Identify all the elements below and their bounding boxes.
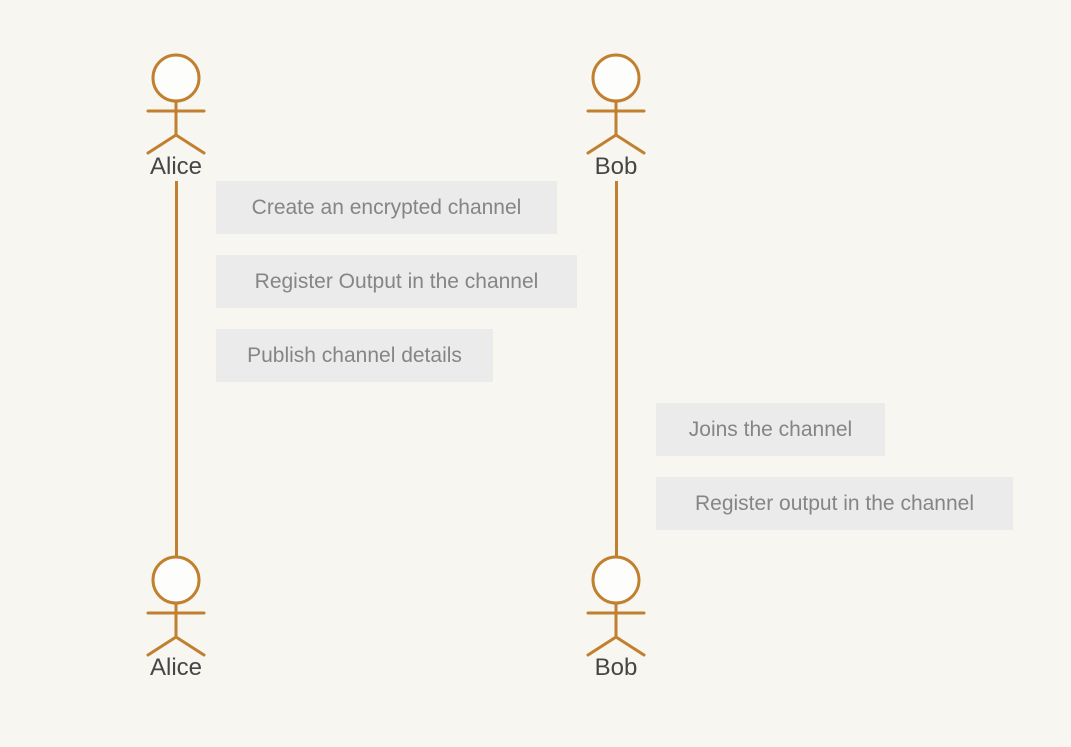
actor-figure-bob-bottom [561, 553, 671, 659]
actor-label-alice-top: Alice [149, 153, 203, 180]
message-label: Joins the channel [656, 403, 885, 456]
actor-label-alice-bottom: Alice [149, 654, 203, 681]
stick-figure-icon [561, 553, 671, 659]
actor-label-bob-top: Bob [594, 153, 638, 180]
actor-label-bob-bottom: Bob [594, 654, 638, 681]
stick-figure-icon [121, 553, 231, 659]
lifeline-alice [175, 181, 178, 558]
actor-figure-bob-top [561, 51, 671, 157]
message-label: Publish channel details [216, 329, 493, 382]
message-label: Register Output in the channel [216, 255, 577, 308]
actor-figure-alice-bottom [121, 553, 231, 659]
stick-figure-icon [121, 51, 231, 157]
stick-figure-icon [561, 51, 671, 157]
lifeline-bob [615, 181, 618, 558]
actor-figure-alice-top [121, 51, 231, 157]
message-label: Create an encrypted channel [216, 181, 557, 234]
message-label: Register output in the channel [656, 477, 1013, 530]
